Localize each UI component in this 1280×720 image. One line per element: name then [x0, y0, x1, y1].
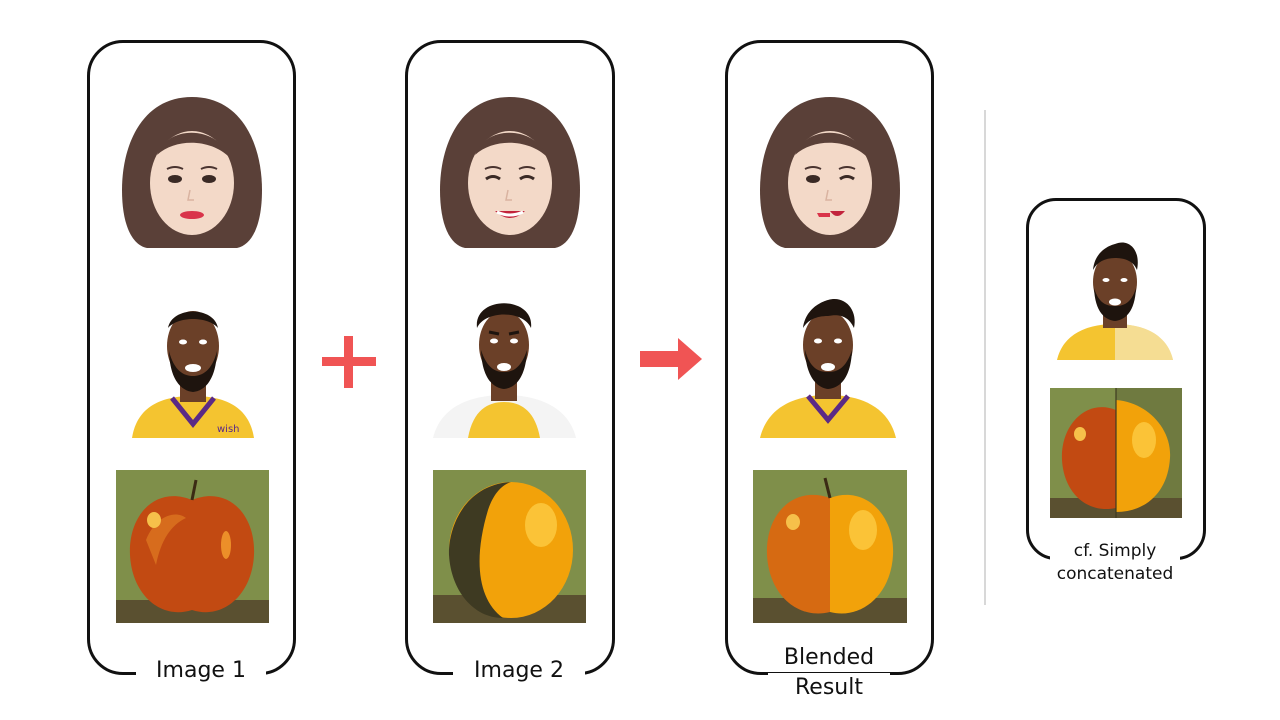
divider-line [984, 110, 986, 605]
face-woman-image-2 [434, 95, 586, 250]
athlete-portrait-image-2 [433, 290, 576, 438]
apple-orange-blended [753, 470, 907, 623]
plus-icon [322, 336, 376, 388]
apple-image [116, 470, 269, 623]
face-woman-blended [754, 95, 906, 250]
panel-label-concat-line1: cf. Simply [1050, 540, 1180, 563]
athlete-portrait-blended [760, 290, 896, 438]
svg-text:wish: wish [217, 424, 240, 435]
arrow-right-icon [640, 338, 702, 380]
panel-label-concat-line2: concatenated [1050, 563, 1180, 586]
panel-label-blended-line1: Blended [768, 643, 890, 672]
panel-label-image-1: Image 1 [136, 656, 266, 685]
athlete-portrait-image-1: wish [122, 296, 264, 438]
athlete-portrait-concatenated [1057, 236, 1173, 360]
orange-image [433, 470, 586, 623]
face-woman-image-1 [117, 95, 267, 250]
panel-label-blended-line2: Result [768, 673, 890, 702]
apple-orange-concatenated [1050, 388, 1182, 518]
panel-label-image-2: Image 2 [453, 656, 585, 685]
